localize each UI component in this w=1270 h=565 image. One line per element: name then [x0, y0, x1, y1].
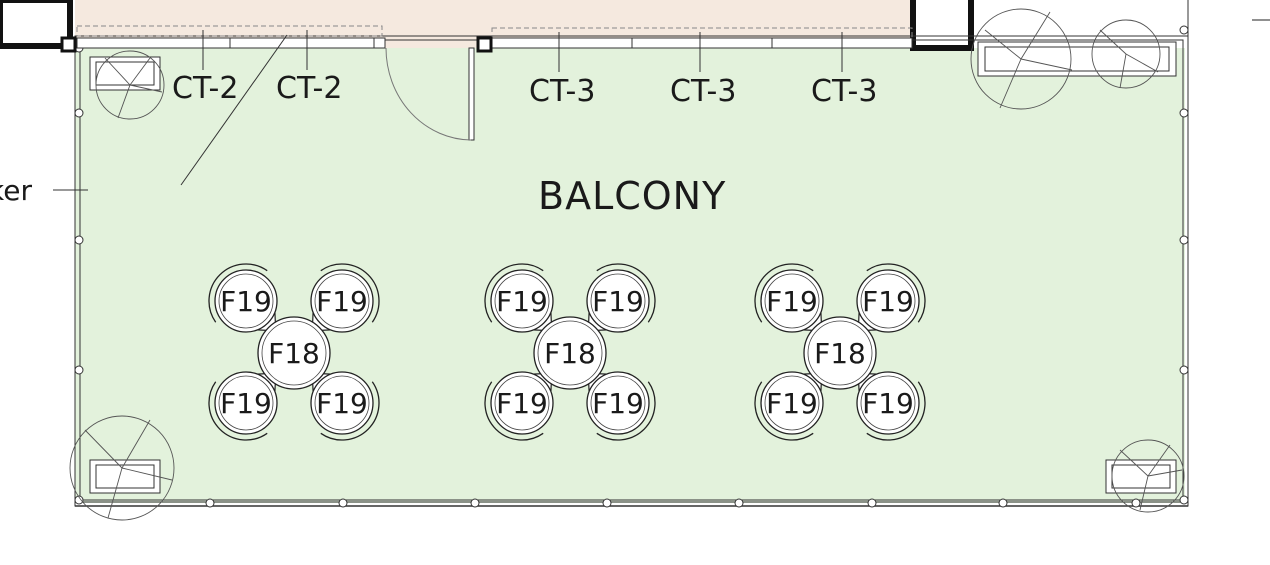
chair-tl: F19	[754, 263, 824, 333]
planter-top-left	[89, 50, 165, 120]
tag-leaders	[53, 30, 843, 191]
table: F18	[257, 316, 331, 390]
chair-tag: F19	[766, 387, 818, 420]
chair-bl: F19	[208, 371, 278, 441]
chair-tr: F19	[856, 263, 926, 333]
chair-tl: F19	[208, 263, 278, 333]
door-swing	[385, 47, 475, 141]
chair-tag: F19	[496, 285, 548, 318]
cabinet-tag-ct2-a: CT-2	[172, 71, 238, 106]
cabinet-tag-ct2-b: CT-2	[276, 71, 342, 106]
chair-tag: F19	[496, 387, 548, 420]
table: F18	[533, 316, 607, 390]
storefront-right	[476, 27, 913, 53]
chair-bl: F19	[484, 371, 554, 441]
chair-tag: F19	[316, 387, 368, 420]
wall-block-top-left	[0, 0, 73, 49]
table: F18	[803, 316, 877, 390]
chair-tl: F19	[484, 263, 554, 333]
chair-br: F19	[586, 371, 656, 441]
table-tag: F18	[544, 337, 596, 370]
planter-top-right	[970, 8, 1177, 110]
chair-tag: F19	[316, 285, 368, 318]
chair-tag: F19	[862, 387, 914, 420]
table-tag: F18	[268, 337, 320, 370]
storefront-left	[60, 25, 386, 53]
chair-tag: F19	[220, 387, 272, 420]
room-label: BALCONY	[538, 174, 726, 218]
chair-tag: F19	[220, 285, 272, 318]
table-tag: F18	[814, 337, 866, 370]
cabinet-tag-ct3-a: CT-3	[529, 74, 595, 109]
cut-off-label: ker	[0, 174, 32, 207]
wall-block-top-right	[910, 0, 974, 51]
planter-bottom-left	[69, 415, 175, 521]
cabinet-tag-ct3-b: CT-3	[670, 74, 736, 109]
cabinet-tag-ct3-c: CT-3	[811, 74, 877, 109]
chair-tag: F19	[592, 387, 644, 420]
chair-tag: F19	[766, 285, 818, 318]
chair-tag: F19	[592, 285, 644, 318]
chair-tag: F19	[862, 285, 914, 318]
planter-bottom-right	[1105, 439, 1185, 513]
